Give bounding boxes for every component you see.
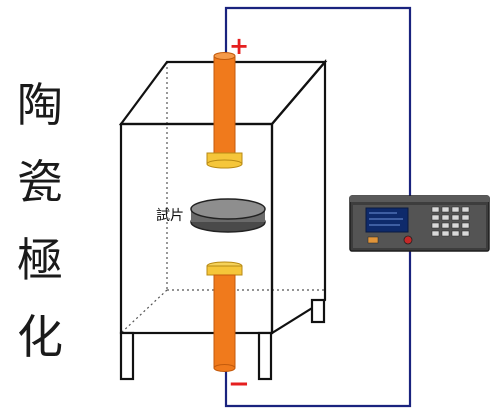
specimen-label: 試片 [156,208,184,224]
positive-sign: + [229,32,249,60]
upper-electrode [206,52,243,169]
title-char-3: 極 [17,232,63,287]
title-char-1: 陶 [17,78,63,132]
title-char-4: 化 [17,309,63,364]
power-knob-icon [403,235,413,245]
power-supply-device [349,195,490,252]
vertical-title: 陶 瓷 極 化 [10,76,70,366]
title-char-2: 瓷 [17,155,63,210]
device-screen [365,207,409,233]
wire-circuit [224,6,412,408]
lower-electrode [206,261,243,372]
power-switch [367,236,379,244]
negative-sign: − [228,369,250,399]
keypad-icon [431,206,470,237]
specimen-disc [190,198,266,233]
